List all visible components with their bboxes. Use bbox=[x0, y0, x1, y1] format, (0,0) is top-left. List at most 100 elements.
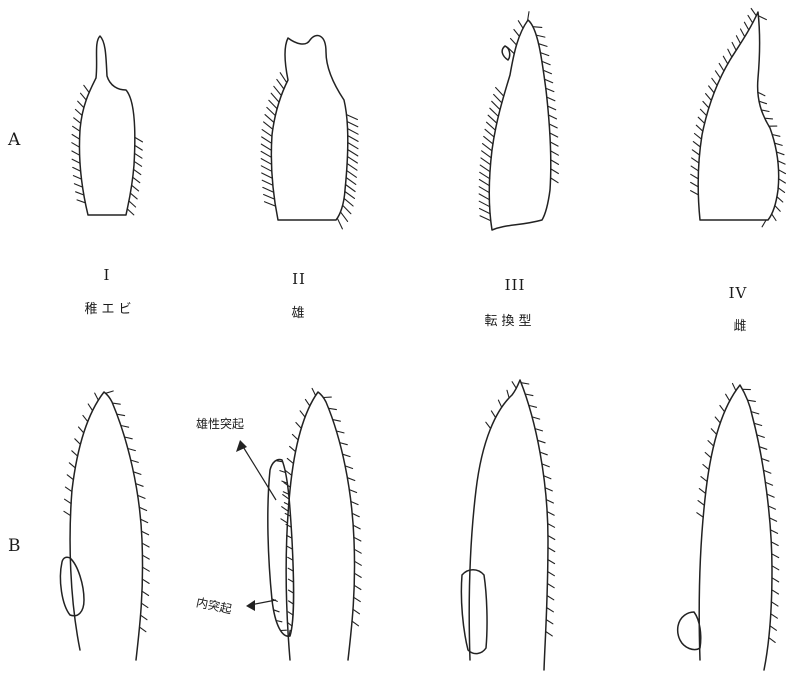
seta bbox=[72, 151, 80, 155]
seta bbox=[262, 130, 272, 137]
seta bbox=[779, 179, 786, 183]
seta bbox=[262, 173, 273, 178]
seta bbox=[494, 94, 502, 103]
seta bbox=[347, 164, 357, 171]
seta bbox=[282, 507, 289, 512]
seta bbox=[351, 502, 358, 505]
seta bbox=[129, 201, 136, 207]
seta bbox=[726, 394, 730, 401]
seta bbox=[770, 626, 776, 631]
seta bbox=[733, 384, 736, 391]
column-caption-3: 転換型 bbox=[484, 315, 535, 328]
seta bbox=[292, 434, 298, 440]
seta bbox=[280, 73, 287, 83]
seta bbox=[134, 161, 141, 166]
seta bbox=[692, 158, 699, 163]
seta bbox=[480, 209, 491, 214]
seta bbox=[143, 567, 150, 571]
seta bbox=[277, 79, 284, 89]
seta bbox=[736, 36, 740, 44]
seta bbox=[771, 602, 778, 606]
b-outline-2 bbox=[286, 392, 354, 660]
seta bbox=[765, 118, 773, 119]
seta bbox=[549, 115, 557, 119]
seta bbox=[262, 137, 272, 143]
seta bbox=[354, 537, 361, 541]
seta bbox=[546, 88, 554, 91]
seta bbox=[719, 63, 724, 71]
setae bbox=[64, 9, 786, 643]
seta bbox=[551, 178, 559, 183]
column-numeral-4: IV bbox=[729, 286, 748, 301]
seta bbox=[479, 180, 489, 186]
seta bbox=[696, 125, 703, 131]
seta bbox=[127, 209, 134, 215]
seta bbox=[73, 167, 81, 171]
seta bbox=[528, 12, 529, 21]
seta bbox=[142, 543, 149, 547]
seta bbox=[69, 463, 75, 468]
seta bbox=[518, 21, 523, 29]
seta bbox=[347, 122, 358, 127]
seta bbox=[548, 536, 555, 540]
annotation-male-process: 雄性突起 bbox=[196, 418, 244, 430]
column-numeral-1: I bbox=[104, 268, 111, 283]
seta bbox=[778, 161, 785, 164]
seta bbox=[548, 548, 555, 552]
seta bbox=[551, 169, 559, 174]
seta bbox=[133, 177, 140, 182]
seta bbox=[75, 109, 82, 115]
seta bbox=[348, 150, 358, 156]
b-outline-4 bbox=[699, 385, 772, 670]
seta bbox=[353, 609, 360, 614]
a-outline-3 bbox=[489, 20, 550, 230]
seta bbox=[263, 187, 274, 192]
seta bbox=[512, 382, 516, 389]
seta bbox=[348, 157, 358, 163]
seta bbox=[64, 511, 71, 515]
a-outline-2 bbox=[271, 36, 348, 220]
seta bbox=[142, 591, 149, 595]
seta bbox=[772, 214, 776, 221]
seta bbox=[261, 144, 271, 150]
seta bbox=[81, 93, 87, 100]
seta bbox=[771, 530, 778, 534]
seta bbox=[300, 411, 305, 417]
seta bbox=[706, 94, 712, 101]
seta bbox=[479, 187, 489, 193]
seta bbox=[312, 388, 316, 395]
seta bbox=[261, 151, 271, 157]
seta bbox=[354, 549, 361, 553]
seta bbox=[691, 191, 699, 195]
seta bbox=[546, 620, 553, 624]
seta bbox=[728, 49, 732, 57]
seta bbox=[141, 615, 147, 620]
seta bbox=[547, 596, 554, 600]
seta bbox=[744, 22, 748, 30]
seta bbox=[511, 39, 517, 46]
seta bbox=[548, 524, 555, 528]
seta bbox=[758, 16, 766, 20]
seta bbox=[72, 451, 78, 456]
seta bbox=[715, 417, 720, 423]
seta bbox=[772, 590, 779, 594]
column-numeral-3: III bbox=[505, 278, 526, 293]
seta bbox=[78, 101, 84, 107]
seta bbox=[545, 79, 553, 83]
seta bbox=[141, 519, 148, 522]
seta bbox=[72, 143, 80, 148]
seta bbox=[741, 29, 745, 37]
seta bbox=[271, 93, 279, 102]
seta bbox=[551, 160, 559, 165]
seta bbox=[770, 518, 777, 521]
seta bbox=[487, 122, 496, 130]
seta bbox=[723, 56, 727, 64]
seta bbox=[542, 61, 550, 64]
seta bbox=[262, 180, 273, 185]
b-outline-1 bbox=[70, 392, 142, 660]
seta bbox=[65, 487, 72, 492]
seta bbox=[95, 393, 99, 400]
seta bbox=[135, 153, 142, 158]
